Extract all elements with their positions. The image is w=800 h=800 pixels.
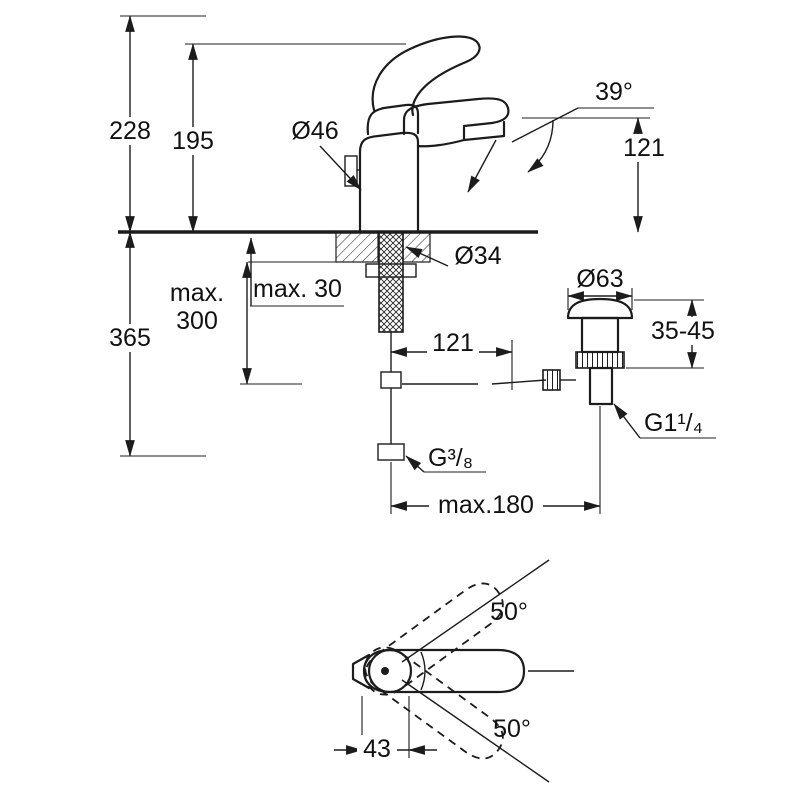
label-bg bbox=[616, 134, 672, 162]
leader-hole-diameter bbox=[405, 246, 449, 267]
label-bg bbox=[429, 491, 543, 520]
label-depth-below-deck: 365 bbox=[109, 324, 151, 352]
label-bg bbox=[103, 117, 157, 145]
side-view bbox=[118, 35, 634, 461]
label-spout-outlet-height: 121 bbox=[623, 134, 665, 162]
label-waste-thread: G1¹/₄ bbox=[644, 409, 703, 437]
swing-boundary-lower bbox=[401, 679, 550, 783]
label-waste-flange-diameter: Ø63 bbox=[576, 265, 623, 293]
hose-connector bbox=[380, 371, 402, 389]
waste-tailpipe bbox=[588, 366, 614, 406]
label-bg bbox=[166, 127, 220, 155]
dimension-labels: 228 195 365 max. 300 max. 30 Ø46 39° 121… bbox=[103, 78, 719, 763]
label-swing-lower: 50° bbox=[493, 715, 531, 743]
supply-hose-fitting bbox=[377, 443, 405, 461]
leader-body-diameter bbox=[319, 145, 362, 191]
faucet-spout bbox=[402, 97, 510, 148]
label-bg bbox=[357, 735, 397, 763]
popup-rod-right bbox=[491, 379, 547, 385]
label-spout-angle: 39° bbox=[595, 78, 633, 106]
label-handle-tip-offset: 43 bbox=[363, 735, 391, 763]
label-height-total: 228 bbox=[109, 117, 151, 145]
label-max-waste-distance: max.180 bbox=[438, 491, 534, 519]
pull-rod-knob bbox=[344, 155, 358, 187]
counter-section-left bbox=[335, 231, 379, 263]
swing-boundary-upper bbox=[401, 559, 550, 663]
threaded-shank bbox=[378, 231, 404, 333]
cartridge-cap bbox=[366, 103, 420, 136]
dimension-lines bbox=[120, 15, 716, 514]
stream-direction-arrow bbox=[467, 139, 497, 193]
leader-supply-thread bbox=[405, 455, 425, 473]
label-max-hose-depth: 300 bbox=[176, 307, 218, 335]
angle-arc-arrow bbox=[527, 119, 554, 173]
lever-handle bbox=[371, 35, 481, 117]
label-bg bbox=[427, 330, 479, 357]
handle-neck-line bbox=[420, 651, 426, 691]
angle-reference-line bbox=[511, 107, 579, 143]
cartridge-circle bbox=[367, 648, 413, 694]
pivot-dot bbox=[381, 667, 389, 675]
label-max-deck-thickness: max. 30 bbox=[253, 275, 342, 303]
label-swing-upper: 50° bbox=[490, 598, 528, 626]
label-rod-horizontal-reach: 121 bbox=[432, 329, 474, 357]
label-supply-thread: G³/₈ bbox=[428, 444, 473, 472]
label-waste-deck-range: 35-45 bbox=[651, 317, 715, 345]
label-body-diameter: Ø46 bbox=[291, 117, 338, 145]
faucet-body bbox=[358, 131, 420, 234]
label-bg bbox=[649, 317, 719, 345]
leader-waste-thread bbox=[613, 403, 641, 439]
waste-flange bbox=[566, 297, 634, 320]
waste-knurled-nut bbox=[575, 351, 625, 369]
mounting-nut bbox=[365, 263, 417, 278]
waste-rod-connector bbox=[542, 369, 561, 391]
spout-nose-top-view bbox=[351, 653, 371, 690]
label-max-word: max. bbox=[170, 279, 224, 307]
label-mount-hole-diameter: Ø34 bbox=[454, 242, 501, 270]
spout-aerator bbox=[462, 120, 506, 142]
top-view bbox=[334, 559, 574, 783]
label-height-body-top: 195 bbox=[172, 127, 214, 155]
label-bg bbox=[103, 324, 157, 352]
waste-body bbox=[580, 316, 620, 354]
